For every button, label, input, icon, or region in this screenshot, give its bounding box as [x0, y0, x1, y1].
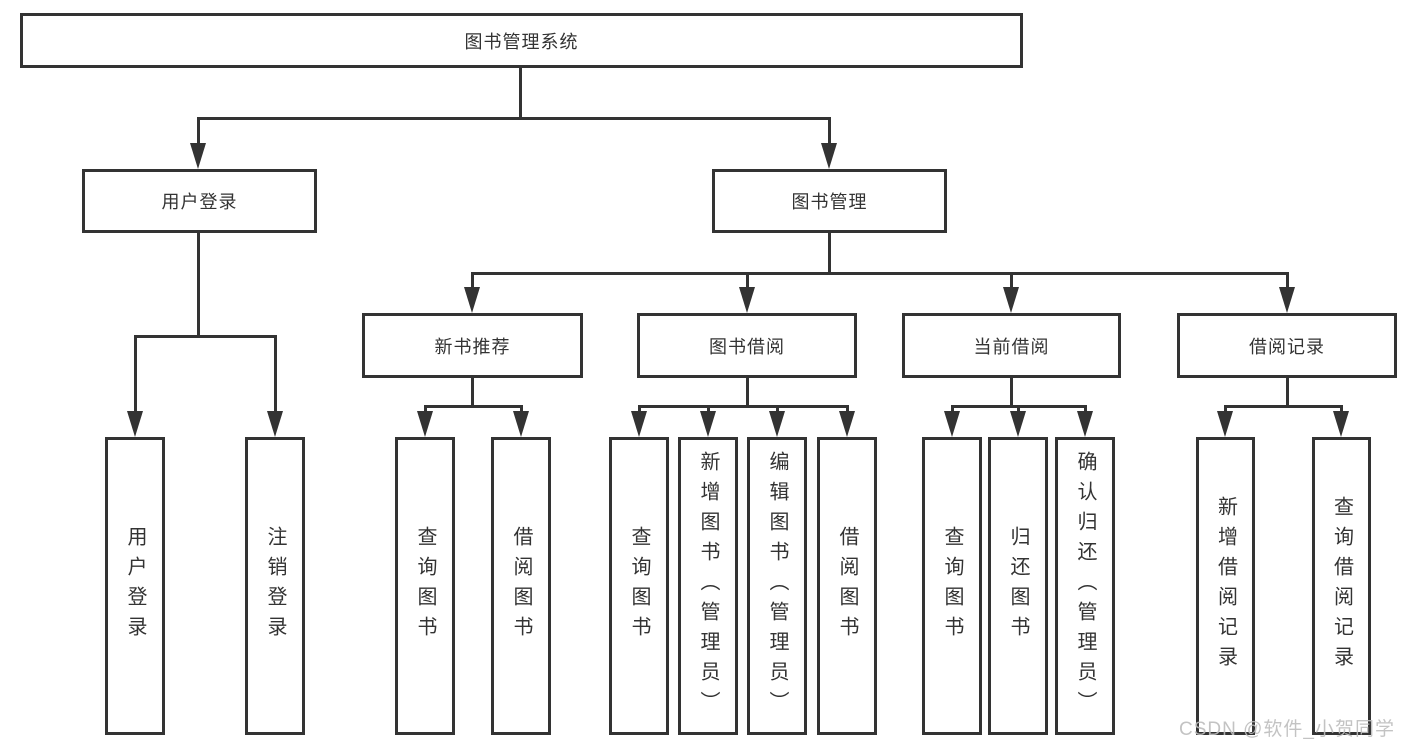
connector-line	[746, 273, 749, 288]
connector-line	[746, 378, 749, 406]
connector-line	[520, 406, 523, 412]
leaf-query-books-2: 查询图书	[609, 437, 669, 735]
connector-line	[519, 68, 522, 118]
leaf-borrow-books-1: 借阅图书	[491, 437, 551, 735]
arrowhead-icon	[944, 411, 960, 437]
node-book-borrow: 图书借阅	[637, 313, 857, 378]
connector-line	[471, 273, 474, 288]
leaf-query-borrow-record: 查询借阅记录	[1312, 437, 1371, 735]
arrowhead-icon	[1003, 287, 1019, 313]
node-current-borrow: 当前借阅	[902, 313, 1121, 378]
arrowhead-icon	[839, 411, 855, 437]
arrowhead-icon	[1077, 411, 1093, 437]
watermark: CSDN @软件_小贺同学	[1179, 719, 1395, 740]
leaf-query-books-3: 查询图书	[922, 437, 982, 735]
leaf-query-books-1: 查询图书	[395, 437, 455, 735]
connector-line	[776, 406, 779, 412]
connector-line	[1286, 378, 1289, 406]
arrowhead-icon	[631, 411, 647, 437]
arrowhead-icon	[267, 411, 283, 437]
connector-line	[134, 336, 137, 412]
leaf-add-books-admin: 新增图书（管理员）	[678, 437, 738, 735]
connector-line	[707, 406, 710, 412]
arrowhead-icon	[417, 411, 433, 437]
arrowhead-icon	[127, 411, 143, 437]
connector-line	[828, 233, 831, 273]
leaf-borrow-books-2: 借阅图书	[817, 437, 877, 735]
connector-line	[197, 117, 831, 120]
arrowhead-icon	[821, 143, 837, 169]
node-new-book-recommend: 新书推荐	[362, 313, 583, 378]
arrowhead-icon	[513, 411, 529, 437]
connector-line	[424, 406, 427, 412]
connector-line	[1224, 406, 1227, 412]
connector-line	[424, 405, 523, 408]
connector-line	[1010, 378, 1013, 406]
connector-line	[1224, 405, 1343, 408]
leaf-user-login: 用户登录	[105, 437, 165, 735]
connector-line	[134, 335, 277, 338]
connector-line	[1010, 273, 1013, 288]
node-library-system: 图书管理系统	[20, 13, 1023, 68]
node-user-login: 用户登录	[82, 169, 317, 233]
connector-line	[846, 406, 849, 412]
arrowhead-icon	[464, 287, 480, 313]
connector-line	[1084, 406, 1087, 412]
arrowhead-icon	[1217, 411, 1233, 437]
arrowhead-icon	[739, 287, 755, 313]
leaf-return-books: 归还图书	[988, 437, 1048, 735]
connector-line	[197, 233, 200, 336]
connector-line	[828, 118, 831, 144]
arrowhead-icon	[1333, 411, 1349, 437]
node-borrow-records: 借阅记录	[1177, 313, 1397, 378]
connector-line	[638, 406, 641, 412]
leaf-confirm-return-admin: 确认归还（管理员）	[1055, 437, 1115, 735]
connector-line	[471, 272, 1289, 275]
leaf-edit-books-admin: 编辑图书（管理员）	[747, 437, 807, 735]
connector-line	[197, 118, 200, 144]
arrowhead-icon	[190, 143, 206, 169]
node-book-management: 图书管理	[712, 169, 947, 233]
connector-line	[274, 336, 277, 412]
leaf-logout: 注销登录	[245, 437, 305, 735]
connector-line	[638, 405, 849, 408]
connector-line	[951, 406, 954, 412]
arrowhead-icon	[769, 411, 785, 437]
arrowhead-icon	[1010, 411, 1026, 437]
arrowhead-icon	[700, 411, 716, 437]
connector-line	[1017, 406, 1020, 412]
connector-line	[471, 378, 474, 406]
leaf-add-borrow-record: 新增借阅记录	[1196, 437, 1255, 735]
connector-line	[1340, 406, 1343, 412]
arrowhead-icon	[1279, 287, 1295, 313]
connector-line	[1286, 273, 1289, 288]
